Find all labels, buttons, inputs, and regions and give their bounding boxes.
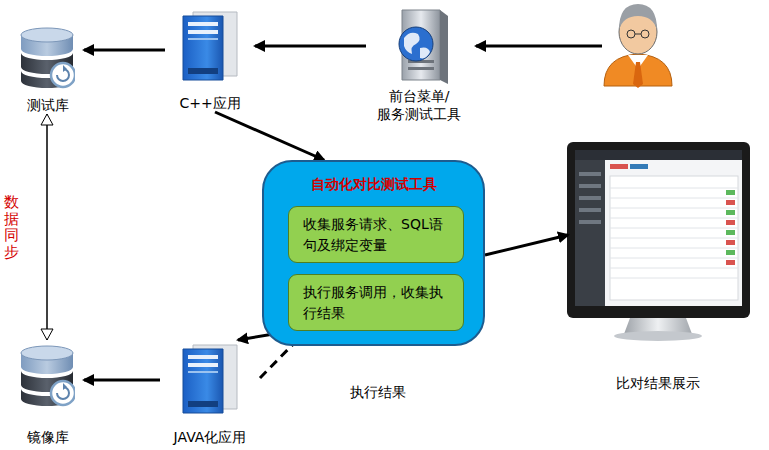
server-node: C++应用 — [165, 8, 255, 112]
tool-box: 自动化对比测试工具收集服务请求、SQL语句及绑定变量执行服务调用，收集执行结果 — [262, 160, 485, 346]
flow-arrow — [476, 45, 602, 48]
web-server-node: 前台菜单/服务测试工具 — [366, 8, 472, 123]
database-icon — [21, 28, 75, 88]
node-label: C++应用 — [179, 94, 240, 112]
database-node: 镜像库 — [12, 340, 84, 446]
flow-arrow — [255, 45, 366, 48]
database-node: 测试库 — [12, 22, 84, 114]
edge-label: 数据同步 — [4, 194, 19, 260]
node-label: 比对结果展示 — [616, 374, 700, 392]
process-box: 执行服务调用，收集执行结果 — [288, 274, 464, 331]
node-label: 镜像库 — [27, 428, 69, 446]
note-label: 执行结果 — [348, 384, 408, 402]
monitor-illustration — [567, 142, 750, 341]
server-node: JAVA化应用 — [160, 340, 260, 446]
process-box: 收集服务请求、SQL语句及绑定变量 — [288, 206, 464, 263]
flow-arrow — [485, 235, 568, 255]
web-server-icon — [399, 10, 448, 84]
flow-arrow — [215, 112, 324, 160]
monitor-node: 比对结果展示 — [568, 140, 748, 392]
server-icon — [183, 345, 237, 413]
box-title: 自动化对比测试工具 — [264, 162, 483, 194]
flow-arrow — [84, 379, 160, 382]
server-icon — [183, 12, 237, 80]
user-figure — [604, 4, 672, 88]
box-text: 执行服务调用，收集执行结果 — [303, 282, 449, 323]
box-text: 收集服务请求、SQL语句及绑定变量 — [303, 214, 449, 255]
node-label: 前台菜单/服务测试工具 — [366, 87, 472, 123]
node-label: JAVA化应用 — [174, 428, 247, 446]
database-icon — [21, 346, 75, 406]
node-label: 测试库 — [27, 96, 69, 114]
flow-arrow — [84, 49, 165, 52]
sync-arrow — [46, 114, 48, 340]
